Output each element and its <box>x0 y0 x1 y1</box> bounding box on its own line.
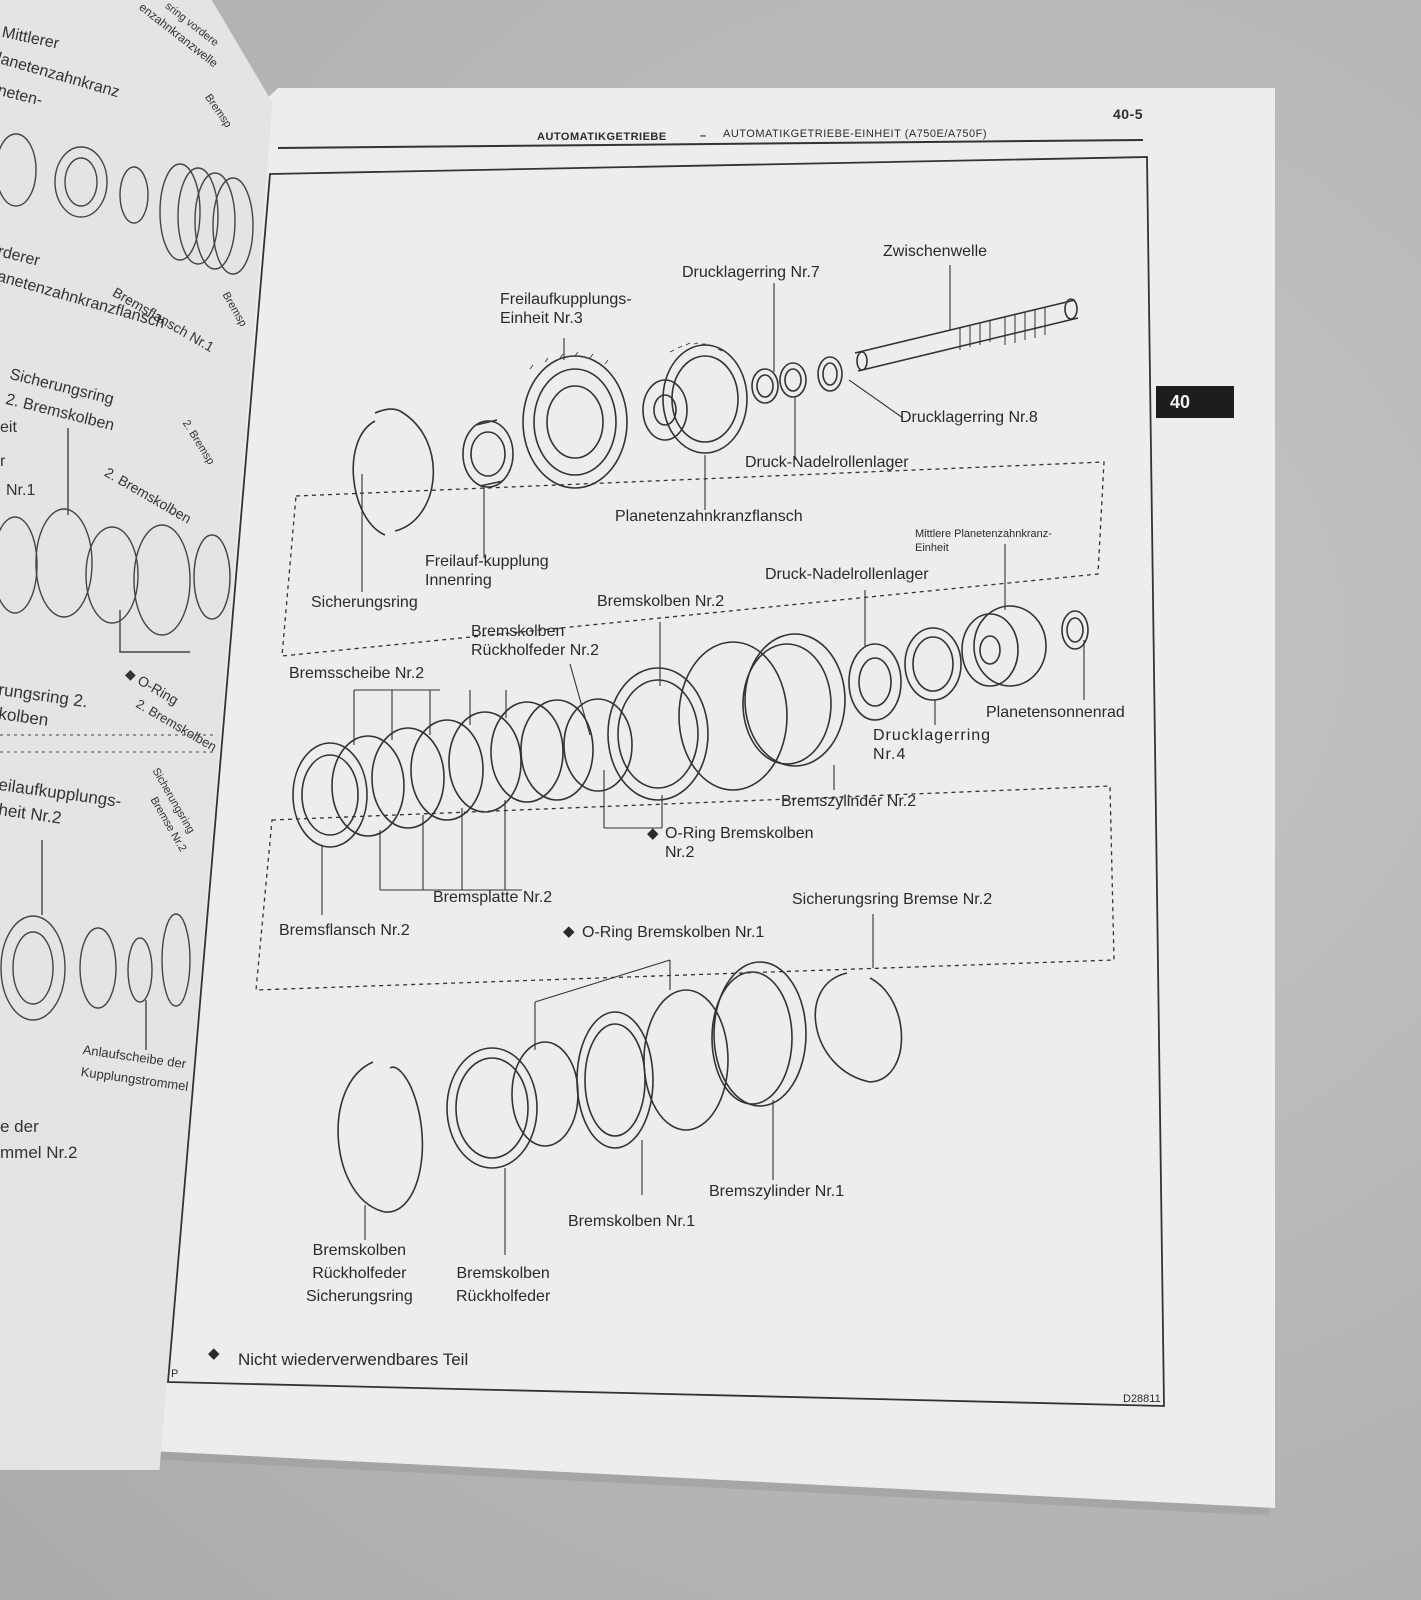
label-bremsplatte-2: Bremsplatte Nr.2 <box>433 889 553 906</box>
label-planetenzahnkranzflansch: Planetenzahnkranzflansch <box>615 508 803 525</box>
label-drucklagerring-8: Drucklagerring Nr.8 <box>900 409 1038 426</box>
label-rueckholfeder-2: Bremskolben Rückholfeder Nr.2 <box>471 623 600 659</box>
left-text-11: Nr.1 <box>6 482 36 499</box>
label-bremsflansch-2: Bremsflansch Nr.2 <box>279 922 410 939</box>
label-zwischenwelle: Zwischenwelle <box>883 243 988 260</box>
legend-text: Nicht wiederverwendbares Teil <box>238 1350 469 1369</box>
left-text-9: eit <box>0 419 17 436</box>
label-bremsscheibe-2: Bremsscheibe Nr.2 <box>289 665 425 682</box>
label-bremskolben-1: Bremskolben Nr.1 <box>568 1213 696 1230</box>
chapter-tab: 40 <box>1156 386 1234 418</box>
figure-code: D28811 <box>1123 1393 1161 1405</box>
label-bremszylinder-2: Bremszylinder Nr.2 <box>781 793 917 810</box>
label-planetensonnenrad: Planetensonnenrad <box>986 704 1125 721</box>
label-nadelrollenlager-mid: Druck-Nadelrollenlager <box>765 566 929 583</box>
subsection-title: AUTOMATIKGETRIEBE-EINHEIT (A750E/A750F) <box>723 128 988 140</box>
label-sicherungsring-bremse-2: Sicherungsring Bremse Nr.2 <box>792 891 993 908</box>
left-text-24: mmel Nr.2 <box>0 1143 78 1162</box>
left-text-23: e der <box>0 1117 39 1136</box>
page-number: 40-5 <box>1113 106 1144 122</box>
left-nonreusable-marker: ◆ <box>125 666 136 682</box>
label-freilauf-innenring: Freilauf-kupplung Innenring <box>425 553 549 589</box>
label-mittlere-planeten: Mittlere Planetenzahnkranz- Einheit <box>915 528 1052 554</box>
left-text-10: r <box>0 453 6 470</box>
corner-mark: P <box>171 1368 179 1380</box>
section-title: AUTOMATIKGETRIEBE <box>537 131 667 143</box>
label-nadelrollenlager-top: Druck-Nadelrollenlager <box>745 454 909 471</box>
label-rueckholfeder-sicherungsring: Bremskolben Rückholfeder Sicherungsring <box>306 1242 413 1305</box>
label-rueckholfeder: Bremskolben Rückholfeder <box>456 1265 551 1305</box>
label-drucklagerring-7: Drucklagerring Nr.7 <box>682 264 820 281</box>
manual-page-right <box>155 88 1275 1508</box>
nonreusable-marker-1: ◆ <box>647 825 659 842</box>
nonreusable-marker-2: ◆ <box>563 923 575 940</box>
label-oring-bremskolben-2: O-Ring Bremskolben Nr.2 <box>665 825 814 861</box>
label-bremskolben-2: Bremskolben Nr.2 <box>597 593 725 610</box>
legend-marker: ◆ <box>208 1345 220 1362</box>
label-oring-bremskolben-1: O-Ring Bremskolben Nr.1 <box>582 924 765 941</box>
header-separator: – <box>700 130 707 142</box>
label-freilauf-3: Freilaufkupplungs- Einheit Nr.3 <box>500 291 632 327</box>
label-drucklagerring-4: Drucklagerring Nr.4 <box>873 727 992 763</box>
label-bremszylinder-1: Bremszylinder Nr.1 <box>709 1183 845 1200</box>
label-sicherungsring: Sicherungsring <box>311 594 418 611</box>
